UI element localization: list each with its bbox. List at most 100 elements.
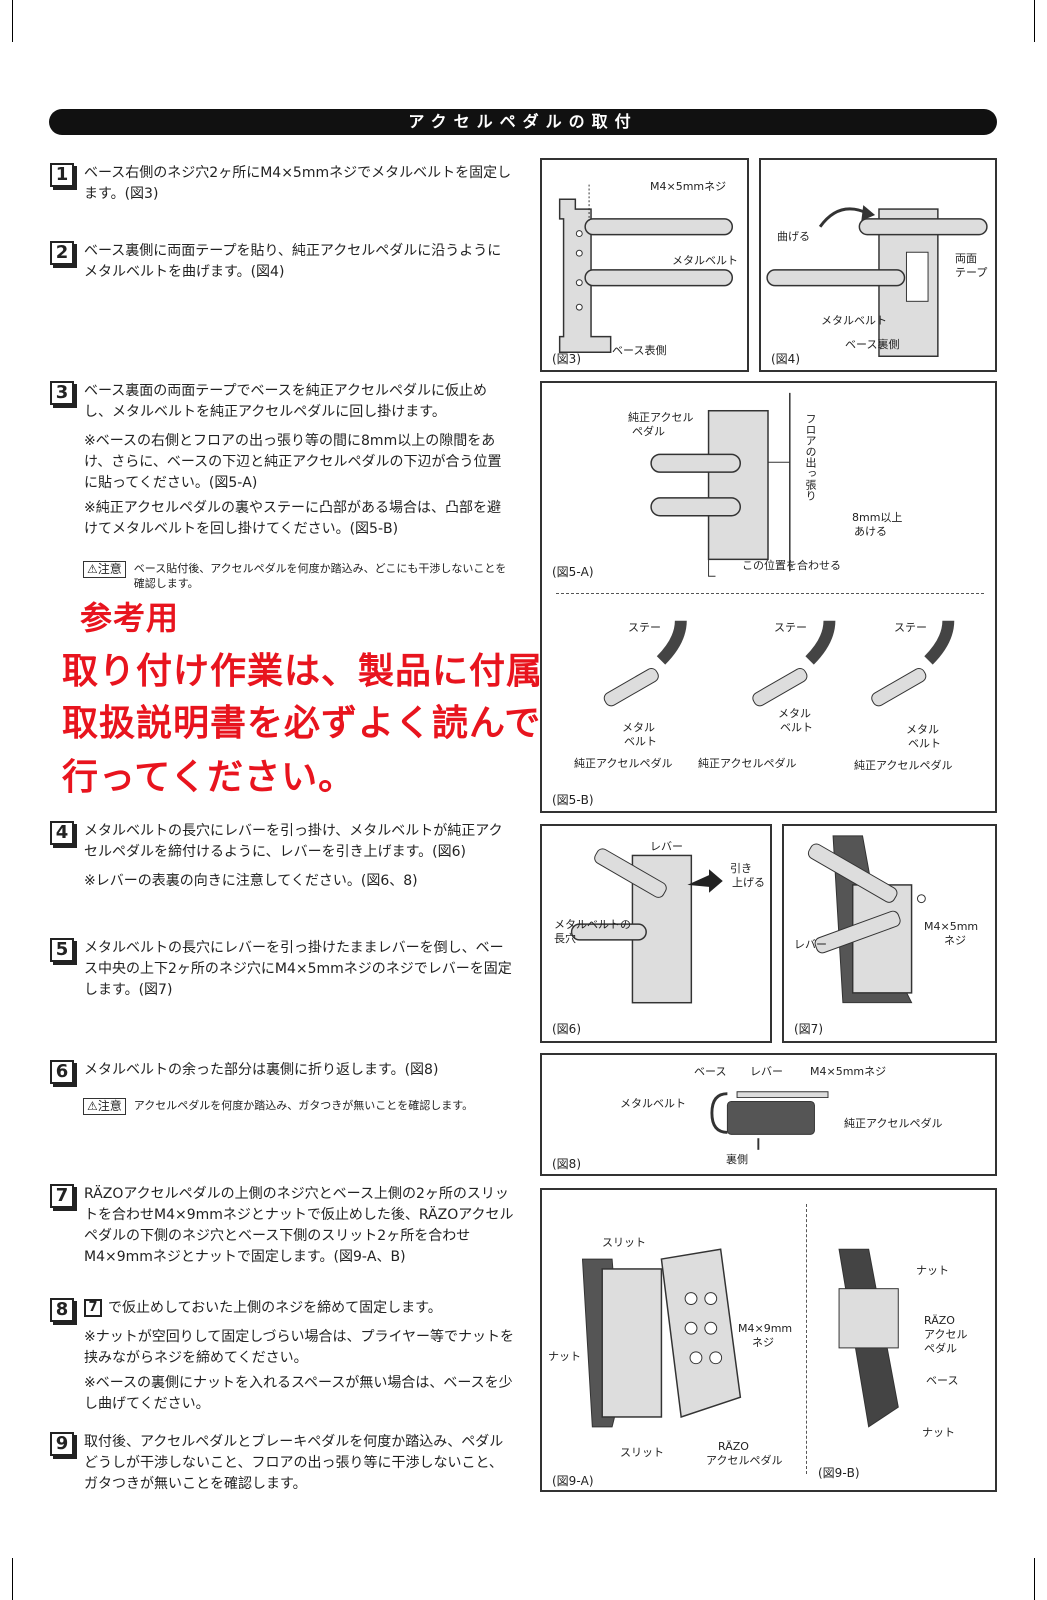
caution-badge: ⚠注意	[83, 1098, 126, 1115]
figure-4-drawing	[766, 205, 988, 357]
figure-label: メタルベルト	[620, 1097, 686, 1110]
figure-label: レバー	[794, 938, 827, 951]
step-7: 7 RÄZOアクセルペダルの上側のネジ穴とベース上側の2ヶ所のスリットを合わせM…	[50, 1184, 515, 1268]
step-text: RÄZOアクセルペダルの上側のネジ穴とベース上側の2ヶ所のスリットを合わせM4×…	[84, 1186, 514, 1265]
warning-icon: ⚠	[87, 562, 98, 576]
step-number: 7	[50, 1184, 74, 1208]
figure-label: 8mm以上	[852, 511, 903, 524]
figure-label: M4×5mmネジ	[810, 1065, 887, 1078]
figure-label: メタル	[778, 707, 811, 720]
crop-mark	[12, 0, 13, 42]
figure-label: ナット	[548, 1350, 581, 1363]
figure-5-drawing	[603, 392, 955, 707]
figure-label: レバー	[750, 1065, 783, 1078]
step-number: 3	[50, 381, 74, 405]
figure-label: メタルベルトの	[554, 918, 631, 931]
overlay-line: 行ってください。	[62, 757, 356, 798]
step-text: 取付後、アクセルペダルとブレーキペダルを何度か踏込み、ペダルどうしが干渉しないこ…	[84, 1434, 504, 1492]
step-number: 1	[50, 163, 74, 187]
figure-label: ベース表側	[612, 344, 667, 357]
figure-caption: (図6)	[552, 1022, 581, 1036]
figure-3-drawing	[558, 184, 734, 354]
overlay-line: 取扱説明書を必ずよく読んで	[62, 703, 542, 744]
figure-8-drawing	[710, 1091, 829, 1150]
step-number: 6	[50, 1060, 74, 1084]
figure-5: 純正アクセル ペダル フロアの出っ張り 8mm以上 あける この位置を合わせる …	[540, 381, 997, 813]
figure-label: M4×5mm	[924, 920, 979, 933]
step-text: ベース右側のネジ穴2ヶ所にM4×5mmネジでメタルベルトを固定します。(図3)	[84, 165, 512, 202]
step-4: 4 メタルベルトの長穴にレバーを引っ掛け、メタルベルトが純正アクセルペダルを締付…	[50, 821, 515, 892]
figure-label: 裏側	[726, 1153, 748, 1166]
figure-label: アクセル	[924, 1328, 968, 1341]
step-note: ※ベースの右側とフロアの出っ張り等の間に8mm以上の隙間をあけ、さらに、ベースの…	[84, 433, 502, 491]
figure-caption: (図8)	[552, 1157, 581, 1171]
figure-label: スリット	[602, 1236, 646, 1249]
step-text: メタルベルトの余った部分は裏側に折り返します。(図8)	[84, 1062, 439, 1078]
figure-label: ベルト	[780, 721, 813, 734]
figure-label: メタルベルト	[672, 254, 738, 267]
figure-7-drawing	[807, 835, 926, 1004]
figure-label: ステー	[894, 621, 927, 634]
figure-caption: (図3)	[552, 352, 581, 366]
figure-label: 純正アクセルペダル	[698, 757, 797, 770]
step-5: 5 メタルベルトの長穴にレバーを引っ掛けたままレバーを倒し、ベース中央の上下2ヶ…	[50, 938, 515, 1001]
figure-6-drawing	[570, 848, 723, 1004]
step-text: メタルベルトの長穴にレバーを引っ掛け、メタルベルトが純正アクセルペダルを締付ける…	[84, 823, 503, 860]
caution-badge: ⚠注意	[83, 561, 126, 578]
step-3: 3 ベース裏面の両面テープでベースを純正アクセルペダルに仮止めし、メタルベルトを…	[50, 381, 515, 540]
figure-label: ネジ	[944, 934, 966, 947]
figure-caption: (図7)	[794, 1022, 823, 1036]
figure-caption: (図5-B)	[552, 793, 594, 807]
figure-label: ペダル	[924, 1342, 957, 1355]
figure-label: メタルベルト	[821, 314, 887, 327]
figure-label: アクセルペダル	[706, 1454, 783, 1467]
figure-label: この位置を合わせる	[742, 559, 841, 572]
divider	[556, 593, 984, 594]
figure-label: 上げる	[732, 876, 765, 889]
figure-8: ベース レバー M4×5mmネジ メタルベルト 純正アクセルペダル 裏側 (図8…	[540, 1053, 997, 1176]
figure-3: M4×5mmネジ メタルベルト ベース表側 (図3)	[540, 158, 749, 372]
figure-label: ベース裏側	[845, 338, 900, 351]
figure-label: テープ	[955, 266, 988, 279]
figure-label: 純正アクセルペダル	[574, 757, 673, 770]
step-number: 2	[50, 241, 74, 265]
figure-label: M4×9mm	[738, 1322, 793, 1335]
figure-9: スリット ナット M4×9mm ネジ RÄZO アクセルペダル スリット (図9…	[540, 1188, 997, 1492]
divider	[806, 1204, 807, 1474]
step-number: 5	[50, 938, 74, 962]
overlay-line: 取り付け作業は、製品に付属の	[62, 651, 581, 692]
figure-label: ベルト	[624, 735, 657, 748]
caution-text: ベース貼付後、アクセルペダルを何度か踏込み、どこにも干渉しないことを確認します。	[133, 562, 507, 590]
figure-label: ネジ	[752, 1336, 774, 1349]
figure-label: ステー	[774, 621, 807, 634]
figure-label: ステー	[628, 621, 661, 634]
step-2: 2 ベース裏側に両面テープを貼り、純正アクセルペダルに沿うようにメタルベルトを曲…	[50, 241, 515, 283]
step-text: メタルベルトの長穴にレバーを引っ掛けたままレバーを倒し、ベース中央の上下2ヶ所の…	[84, 940, 512, 998]
step-note: ※ベースの裏側にナットを入れるスペースが無い場合は、ベースを少し曲げてください。	[84, 1375, 513, 1412]
figure-4: 曲げる 両面 テープ メタルベルト ベース裏側 (図4)	[759, 158, 997, 372]
figure-label: メタル	[622, 721, 655, 734]
section-title: アクセルペダルの取付	[49, 109, 997, 135]
figure-label: 純正アクセルペダル	[854, 759, 953, 772]
figure-label: フロアの出っ張り	[804, 413, 817, 501]
overlay-line: 参考用	[80, 599, 180, 637]
figure-caption: (図5-A)	[552, 565, 594, 579]
caution-2: ⚠注意 アクセルペダルを何度か踏込み、ガタつきが無いことを確認します。	[83, 1098, 513, 1115]
warning-icon: ⚠	[87, 1099, 98, 1113]
step-number: 9	[50, 1432, 74, 1456]
figure-label: 両面	[955, 252, 977, 265]
step-6: 6 メタルベルトの余った部分は裏側に折り返します。(図8)	[50, 1060, 515, 1084]
figure-label: あける	[854, 525, 887, 538]
step-1: 1 ベース右側のネジ穴2ヶ所にM4×5mmネジでメタルベルトを固定します。(図3…	[50, 163, 515, 205]
figure-label: M4×5mmネジ	[650, 180, 727, 193]
figure-label: 引き	[730, 862, 752, 875]
caution-1: ⚠注意 ベース貼付後、アクセルペダルを何度か踏込み、どこにも干渉しないことを確認…	[83, 561, 513, 591]
step-text: ベース裏面の両面テープでベースを純正アクセルペダルに仮止めし、メタルベルトを純正…	[84, 383, 488, 420]
crop-mark	[12, 1558, 13, 1600]
figure-caption: (図9-B)	[818, 1466, 860, 1480]
figure-label: 純正アクセルペダル	[844, 1117, 943, 1130]
step-note: ※ナットが空回りして固定しづらい場合は、プライヤー等でナットを挟みながらネジを締…	[84, 1329, 515, 1366]
caution-text: アクセルペダルを何度か踏込み、ガタつきが無いことを確認します。	[133, 1099, 474, 1112]
